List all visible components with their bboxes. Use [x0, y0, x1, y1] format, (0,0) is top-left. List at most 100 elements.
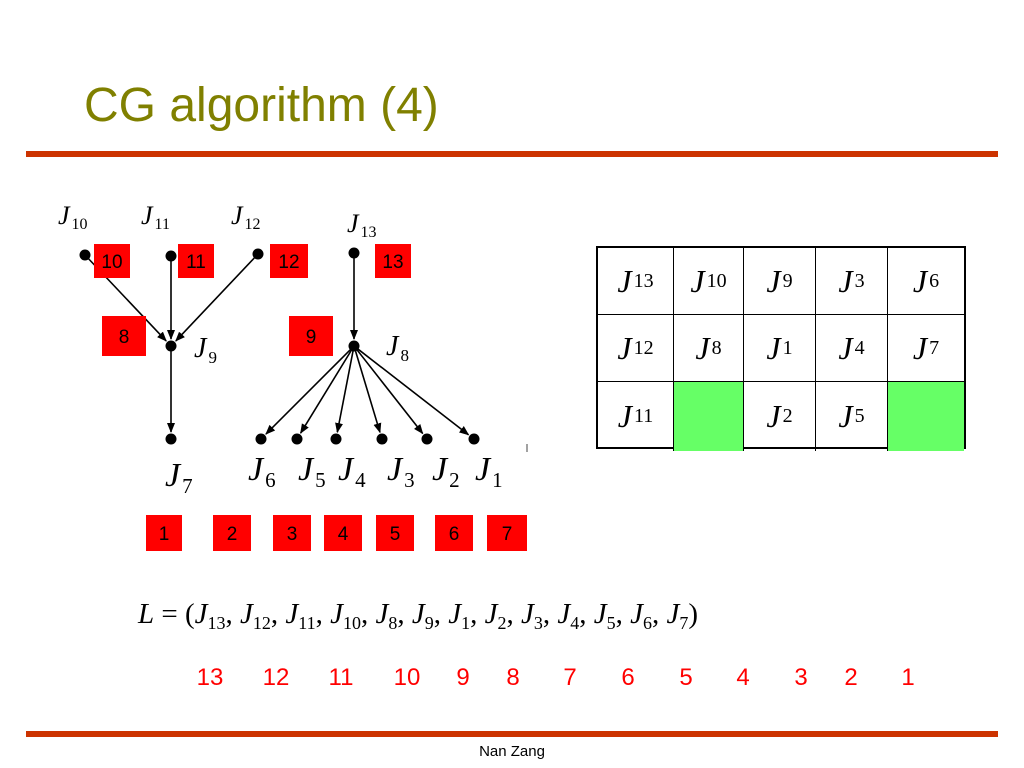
order-badge-label: 5 — [390, 524, 401, 545]
order-badge-label: 1 — [159, 524, 170, 545]
node-dot-j11 — [165, 250, 177, 262]
node-dot-j1 — [468, 433, 480, 445]
edge-j8-j1 — [357, 348, 470, 436]
tree-nodes — [79, 247, 480, 445]
equation-item: J4 — [557, 598, 580, 633]
node-dot-j10 — [79, 249, 91, 261]
order-badge-j8 — [289, 316, 333, 356]
table-cell-empty — [888, 382, 964, 451]
order-badge-label: 12 — [278, 252, 299, 273]
priority-value: 12 — [262, 664, 290, 691]
equation-item: J5 — [593, 598, 616, 633]
table-cell-empty — [674, 382, 744, 451]
priority-value: 7 — [563, 664, 577, 691]
equation-item: J8 — [375, 598, 398, 633]
node-name-j6: J6 — [248, 451, 276, 492]
order-badge-j2 — [435, 515, 473, 551]
equation-lhs: L — [138, 598, 155, 630]
order-badge-label: 10 — [101, 252, 122, 273]
list-equation: L = (J13, J12, J11, J10, J8, J9, J1, J2,… — [138, 598, 699, 633]
equation-item: J12 — [240, 598, 271, 633]
edge-j12-j9 — [175, 257, 256, 342]
footer-author: Nan Zang — [479, 743, 545, 760]
node-dot-j8 — [348, 340, 360, 352]
equation-item: J13 — [194, 598, 226, 633]
order-badge-label: 8 — [119, 327, 130, 348]
order-badge-j1 — [487, 515, 527, 551]
equation-item: J9 — [411, 598, 434, 633]
node-dot-j4 — [330, 433, 342, 445]
order-badge-label: 13 — [382, 252, 403, 273]
node-dot-j7 — [165, 433, 177, 445]
order-badge-j5 — [273, 515, 311, 551]
order-badge-label: 6 — [449, 524, 460, 545]
node-dot-j13 — [348, 247, 360, 259]
order-badge-j7 — [146, 515, 182, 551]
priority-value: 13 — [196, 664, 224, 691]
priority-value: 5 — [679, 664, 693, 691]
order-badge-j6 — [213, 515, 251, 551]
node-dot-j5 — [291, 433, 303, 445]
order-badge-j9 — [102, 316, 146, 356]
bottom-divider — [26, 731, 998, 737]
edge-j8-j5 — [299, 349, 353, 434]
priority-value: 8 — [506, 664, 520, 691]
tree-edges — [87, 257, 470, 436]
priority-value: 9 — [456, 664, 470, 691]
node-dot-j12 — [252, 248, 264, 260]
node-name-j3: J3 — [387, 451, 415, 492]
equation-item: J7 — [666, 598, 689, 633]
order-badge-label: 7 — [502, 524, 513, 545]
node-dot-j3 — [376, 433, 388, 445]
equation-item: J1 — [448, 598, 471, 633]
order-badge-j10 — [94, 244, 130, 278]
order-badge-label: 11 — [186, 252, 206, 273]
order-badge-label: 3 — [287, 524, 298, 545]
edge-j8-j2 — [356, 349, 424, 435]
order-badge-j13 — [375, 244, 411, 278]
node-dot-j6 — [255, 433, 267, 445]
node-dot-j2 — [421, 433, 433, 445]
order-badge-j4 — [324, 515, 362, 551]
priority-value: 2 — [844, 664, 858, 691]
priority-value: 4 — [736, 664, 750, 691]
priority-value: 1 — [901, 664, 915, 691]
equation-item: J11 — [285, 598, 316, 633]
node-dot-j9 — [165, 340, 177, 352]
slide-title: CG algorithm (4) — [84, 79, 439, 132]
equation-item: J2 — [484, 598, 507, 633]
node-name-j5: J5 — [298, 451, 326, 492]
order-badge-j11 — [178, 244, 214, 278]
node-name-j1: J1 — [475, 451, 503, 492]
edge-j8-j3 — [354, 350, 382, 434]
node-name-j4: J4 — [338, 451, 366, 492]
equation-item: J3 — [521, 598, 543, 633]
priority-value: 11 — [328, 664, 354, 691]
edge-j8-j4 — [335, 350, 354, 434]
node-name-j2: J2 — [432, 451, 460, 492]
equation-item: J6 — [630, 598, 652, 633]
node-name-j7: J7 — [165, 457, 193, 498]
equation-item: J10 — [330, 598, 361, 633]
